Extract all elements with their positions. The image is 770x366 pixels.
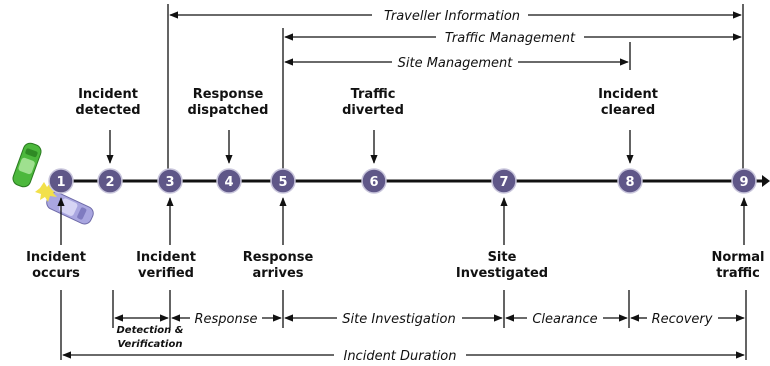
- timeline-node-circle: [157, 168, 183, 194]
- recovery-span: Recovery: [630, 312, 745, 327]
- event-incident-cleared: Incident cleared: [598, 87, 658, 164]
- timeline-node-circle: [270, 168, 296, 194]
- timeline-node-8: 8: [617, 168, 643, 194]
- traffic-management-span: Traffic Management: [282, 28, 742, 170]
- traveller-information-span: Traveller Information: [167, 4, 744, 180]
- timeline-node-number: 1: [56, 175, 65, 190]
- response-dispatched-line1: Response: [193, 87, 264, 102]
- timeline-node-number: 4: [224, 175, 233, 190]
- incident-cleared-line1: Incident: [598, 87, 658, 102]
- timeline-node-number: 2: [105, 175, 114, 190]
- response-arrives-line1: Response: [243, 250, 314, 265]
- timeline-node-number: 5: [278, 175, 287, 190]
- timeline-node-circle: [731, 168, 757, 194]
- incident-detected-line2: detected: [75, 103, 140, 118]
- incident-verified-line1: Incident: [136, 250, 196, 265]
- response-dispatched-line2: dispatched: [188, 103, 269, 118]
- site-management-label: Site Management: [398, 56, 514, 71]
- timeline-node-number: 9: [739, 175, 748, 190]
- incident-verified-line2: verified: [138, 266, 194, 281]
- incident-cleared-line2: cleared: [601, 103, 655, 118]
- incident-occurs-line1: Incident: [26, 250, 86, 265]
- timeline-node-4: 4: [216, 168, 242, 194]
- event-site-investigated: Site Investigated: [456, 197, 548, 281]
- event-response-arrives: Response arrives: [243, 197, 314, 281]
- timeline-node-1: 1: [48, 168, 74, 194]
- normal-traffic-line2: traffic: [716, 266, 760, 281]
- timeline-node-number: 7: [499, 175, 508, 190]
- incident-duration-label: Incident Duration: [343, 349, 456, 364]
- incident-occurs-line2: occurs: [32, 266, 80, 281]
- site-investigation-span: Site Investigation: [284, 312, 503, 327]
- timeline-node-2: 2: [97, 168, 123, 194]
- timeline-node-circle: [216, 168, 242, 194]
- timeline-node-number: 3: [165, 175, 174, 190]
- timeline-node-circle: [361, 168, 387, 194]
- detection-verification-line2: Verification: [118, 339, 183, 350]
- clearance-span: Clearance: [505, 312, 628, 327]
- recovery-label: Recovery: [652, 312, 713, 327]
- traffic-management-label: Traffic Management: [445, 31, 576, 46]
- incident-duration-span: Incident Duration: [62, 349, 745, 364]
- event-normal-traffic: Normal traffic: [712, 197, 765, 281]
- timeline-node-circle: [617, 168, 643, 194]
- response-label: Response: [194, 312, 257, 327]
- traffic-diverted-line1: Traffic: [351, 87, 396, 102]
- timeline-nodes: 1 2 3 4 5 6 7 8 9: [48, 168, 757, 194]
- detection-verification-span: Detection & Verification: [114, 314, 184, 350]
- traffic-diverted-line2: diverted: [342, 103, 404, 118]
- event-response-dispatched: Response dispatched: [188, 87, 269, 164]
- site-investigated-line1: Site: [488, 250, 517, 265]
- event-traffic-diverted: Traffic diverted: [342, 87, 404, 164]
- timeline-node-5: 5: [270, 168, 296, 194]
- timeline-node-number: 8: [625, 175, 634, 190]
- site-investigation-label: Site Investigation: [342, 312, 455, 327]
- event-incident-verified: Incident verified: [136, 197, 196, 281]
- timeline-node-circle: [97, 168, 123, 194]
- site-management-span: Site Management: [284, 42, 631, 71]
- event-incident-detected: Incident detected: [75, 87, 141, 164]
- clearance-label: Clearance: [532, 312, 597, 327]
- event-incident-occurs: Incident occurs: [26, 197, 86, 281]
- timeline-node-circle: [491, 168, 517, 194]
- timeline-node-6: 6: [361, 168, 387, 194]
- response-span: Response: [171, 312, 282, 327]
- site-investigated-line2: Investigated: [456, 266, 548, 281]
- timeline-node-circle: [48, 168, 74, 194]
- normal-traffic-line1: Normal: [712, 250, 765, 265]
- timeline-node-9: 9: [731, 168, 757, 194]
- incident-detected-line1: Incident: [78, 87, 138, 102]
- response-arrives-line2: arrives: [252, 266, 303, 281]
- timeline-node-number: 6: [369, 175, 378, 190]
- timeline-node-7: 7: [491, 168, 517, 194]
- bottom-phase-ticks: [60, 290, 747, 360]
- detection-verification-line1: Detection &: [117, 325, 184, 336]
- traveller-information-label: Traveller Information: [384, 9, 520, 24]
- timeline-node-3: 3: [157, 168, 183, 194]
